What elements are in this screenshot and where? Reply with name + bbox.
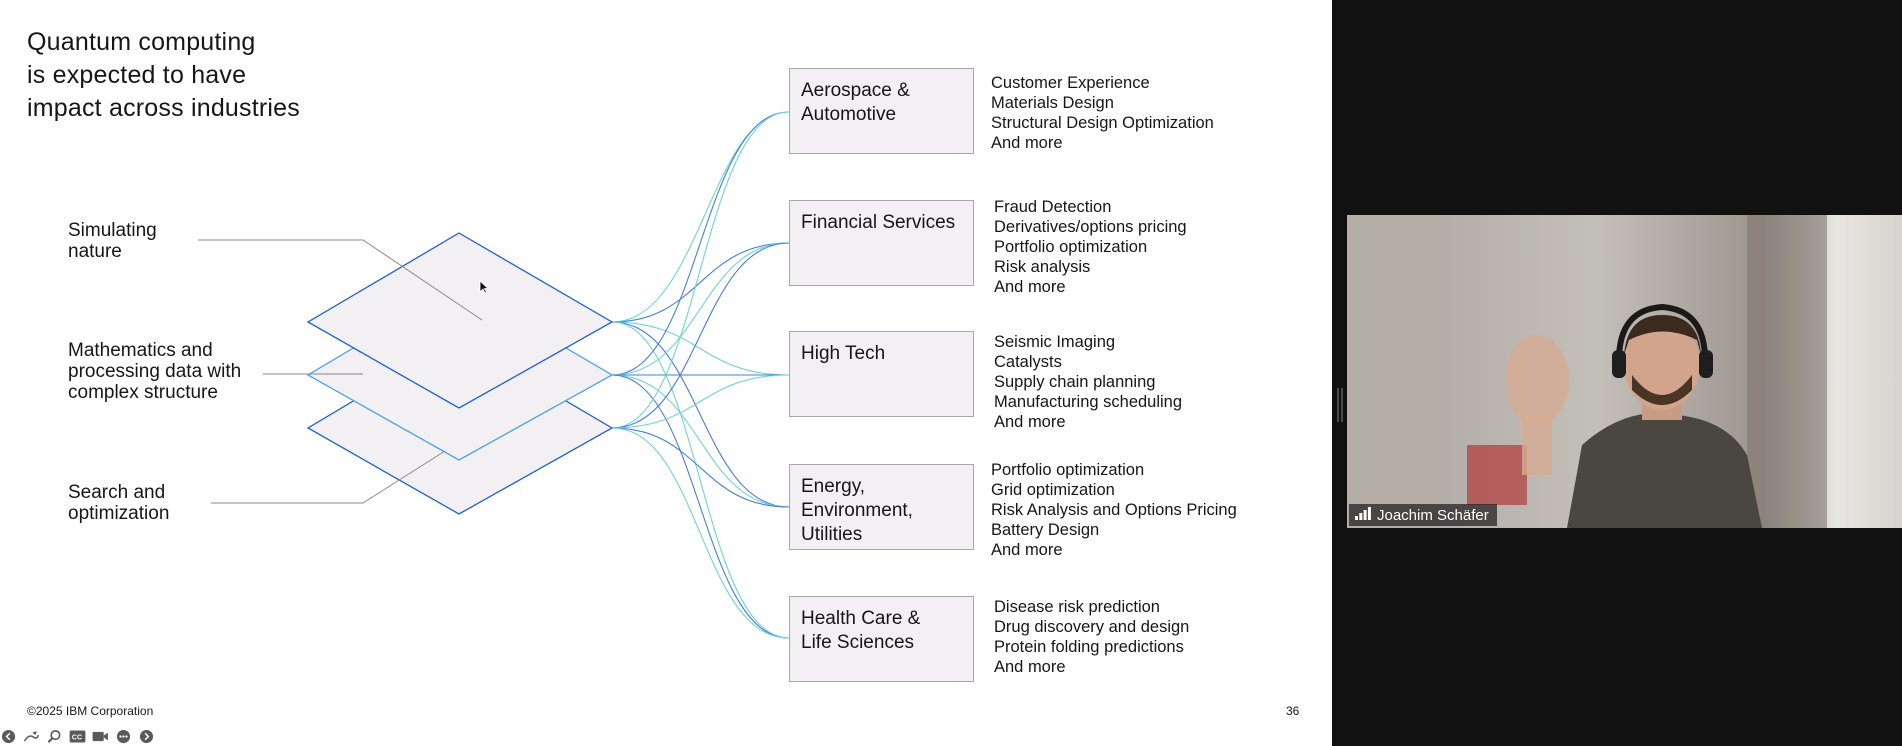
industry-list-aerospace: Customer Experience Materials Design Str… — [991, 73, 1214, 153]
copyright-footer: ©2025 IBM Corporation — [27, 704, 154, 718]
industry-box-aerospace: Aerospace & Automotive — [789, 68, 974, 154]
title-line: impact across industries — [27, 94, 300, 122]
quantum-impact-diagram — [198, 111, 790, 639]
industry-name-line: Environment, — [801, 500, 913, 521]
participant-video-tile[interactable]: Joachim Schäfer — [1347, 215, 1902, 528]
industry-box-energy: Energy, Environment, Utilities — [789, 464, 974, 550]
zoom-icon[interactable] — [46, 728, 63, 745]
industry-box-high-tech: High Tech — [789, 331, 974, 417]
plane-top — [306, 232, 614, 409]
presentation-slide: Quantum computing is expected to have im… — [0, 0, 1332, 746]
next-icon[interactable] — [138, 728, 155, 745]
slide-title: Quantum computing is expected to have im… — [27, 26, 367, 125]
use-case-item: Disease risk prediction — [994, 598, 1160, 616]
use-case-item: Risk analysis — [994, 258, 1091, 276]
industry-box-health-care: Health Care & Life Sciences — [789, 596, 974, 682]
industry-list-financial: Fraud Detection Derivatives/options pric… — [994, 197, 1187, 297]
title-line: is expected to have — [27, 61, 247, 89]
label-line: processing data with — [68, 361, 242, 382]
industry-name-line: Aerospace & — [801, 80, 910, 101]
label-line: Simulating — [68, 220, 157, 241]
use-case-item: Customer Experience — [991, 74, 1150, 92]
industry-list-high-tech: Seismic Imaging Catalysts Supply chain p… — [994, 332, 1182, 432]
industry-list-health-care: Disease risk prediction Drug discovery a… — [994, 597, 1189, 677]
industry-name-line: Automotive — [801, 104, 897, 125]
category-mathematics: Mathematics and processing data with com… — [68, 340, 241, 403]
pen-icon[interactable] — [23, 728, 40, 745]
industry-name-line: Financial Services — [801, 212, 956, 233]
use-case-item: Derivatives/options pricing — [994, 218, 1187, 236]
label-line: Mathematics and — [68, 340, 213, 361]
presenter-controls: CC — [0, 727, 155, 745]
use-case-item: Supply chain planning — [994, 373, 1156, 391]
title-line: Quantum computing — [27, 28, 256, 56]
more-icon[interactable] — [115, 728, 132, 745]
use-case-item: Risk Analysis and Options Pricing — [991, 501, 1237, 519]
use-case-item: And more — [994, 413, 1066, 431]
use-case-item: Battery Design — [991, 521, 1100, 539]
video-icon[interactable] — [92, 728, 109, 745]
use-case-item: Materials Design — [991, 94, 1114, 112]
connector-links — [611, 111, 790, 639]
use-case-item: Manufacturing scheduling — [994, 393, 1183, 411]
use-case-item: And more — [994, 658, 1066, 676]
stacked-planes — [306, 232, 614, 515]
use-case-item: Portfolio optimization — [991, 461, 1145, 479]
svg-text:CC: CC — [72, 734, 82, 741]
category-search-optimization: Search and optimization — [68, 482, 169, 524]
page-number: 36 — [1286, 704, 1300, 718]
industry-name-line: Utilities — [801, 524, 863, 545]
participant-name-tag: Joachim Schäfer — [1349, 504, 1497, 526]
captions-icon[interactable]: CC — [69, 728, 86, 745]
industry-name-line: Health Care & — [801, 608, 921, 629]
category-simulating-nature: Simulating nature — [68, 220, 157, 262]
video-feed — [1347, 215, 1902, 528]
use-case-item: Grid optimization — [991, 481, 1115, 499]
use-case-item: Seismic Imaging — [994, 333, 1116, 351]
industry-name-line: High Tech — [801, 343, 886, 364]
use-case-item: And more — [991, 541, 1063, 559]
participant-name: Joachim Schäfer — [1377, 506, 1489, 524]
use-case-item: Fraud Detection — [994, 198, 1112, 216]
industry-list-energy: Portfolio optimization Grid optimization… — [991, 460, 1237, 560]
prev-icon[interactable] — [0, 728, 17, 745]
use-case-item: Protein folding predictions — [994, 638, 1184, 656]
mouse-cursor-icon — [479, 280, 490, 299]
label-line: complex structure — [68, 382, 218, 403]
label-line: Search and — [68, 482, 166, 503]
industry-box-financial: Financial Services — [789, 200, 974, 286]
label-line: optimization — [68, 503, 170, 524]
label-line: nature — [68, 241, 122, 262]
signal-bars-icon — [1355, 506, 1371, 524]
use-case-item: Structural Design Optimization — [991, 114, 1214, 132]
use-case-item: Drug discovery and design — [994, 618, 1190, 636]
panel-resize-handle[interactable] — [1335, 388, 1345, 422]
industry-name-line: Energy, — [801, 476, 866, 497]
industry-name-line: Life Sciences — [801, 632, 915, 653]
use-case-item: And more — [991, 134, 1063, 152]
use-case-item: Portfolio optimization — [994, 238, 1148, 256]
category-leader-lines — [198, 239, 483, 504]
use-case-item: Catalysts — [994, 353, 1062, 371]
use-case-item: And more — [994, 278, 1066, 296]
